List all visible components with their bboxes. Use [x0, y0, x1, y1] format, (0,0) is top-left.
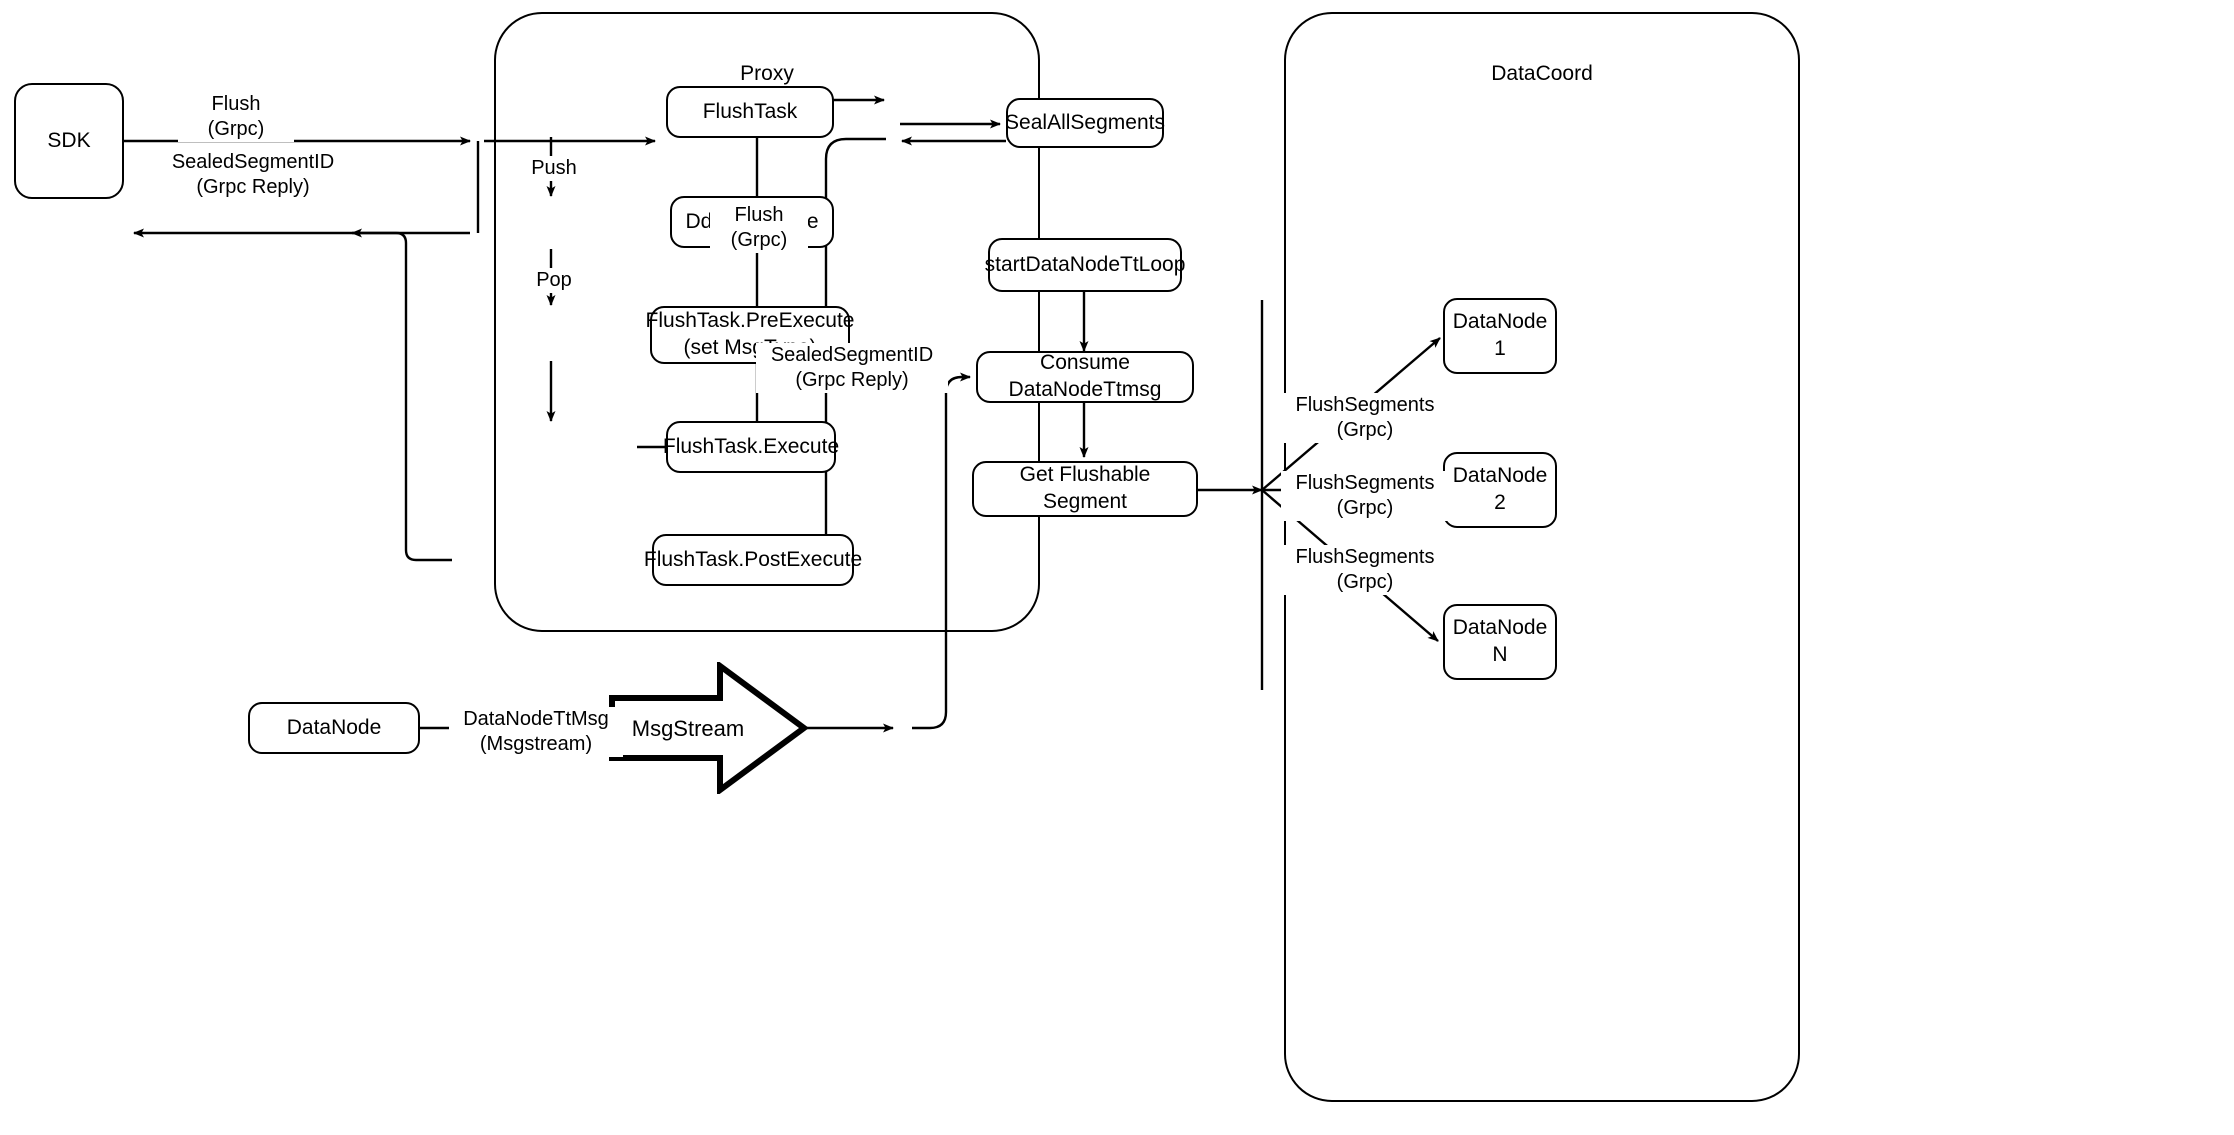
node-consume-datanode-ttmsg[interactable]: Consume DataNodeTtmsg	[976, 351, 1194, 403]
edge-label-pop: Pop	[518, 268, 590, 293]
node-datanode-source[interactable]: DataNode	[248, 702, 420, 754]
edge-label-sdk-to-proxy: Flush (Grpc)	[178, 92, 294, 142]
container-proxy	[494, 12, 1040, 632]
msgstream-arrow-shape	[609, 662, 808, 794]
node-msgstream-label: MsgStream	[631, 716, 745, 741]
edge-label-proxy-to-datacoord: Flush (Grpc)	[710, 203, 808, 253]
node-datanode-n[interactable]: DataNode N	[1443, 604, 1557, 680]
node-seal-all-segments[interactable]: SealAllSegments	[1005, 98, 1165, 148]
node-start-datanode-tt-loop[interactable]: startDataNodeTtLoop	[985, 238, 1185, 292]
edge-label-flush-segments-2: FlushSegments (Grpc)	[1281, 471, 1449, 521]
edge-label-datacoord-to-proxy: SealedSegmentID (Grpc Reply)	[756, 343, 948, 393]
wire-postexecute-to-sdk-riser	[351, 228, 452, 562]
node-flush-task[interactable]: FlushTask	[666, 86, 834, 138]
edge-label-datanode-ttmsg: DataNodeTtMsg (Msgstream)	[449, 707, 623, 757]
node-flush-task-execute[interactable]: FlushTask.Execute	[663, 421, 839, 473]
node-flush-task-postexecute[interactable]: FlushTask.PostExecute	[644, 534, 862, 586]
edge-label-proxy-to-sdk: SealedSegmentID (Grpc Reply)	[150, 150, 356, 200]
edge-label-flush-segments-1: FlushSegments (Grpc)	[1281, 393, 1449, 443]
container-proxy-title: Proxy	[740, 62, 794, 85]
node-datanode-1[interactable]: DataNode 1	[1443, 298, 1557, 374]
edge-label-push: Push	[515, 156, 593, 181]
edge-label-flush-segments-n: FlushSegments (Grpc)	[1281, 545, 1449, 595]
node-datanode-2[interactable]: DataNode 2	[1443, 452, 1557, 528]
container-datacoord-title: DataCoord	[1491, 62, 1593, 85]
node-sdk[interactable]: SDK	[14, 83, 124, 199]
node-get-flushable-segment[interactable]: Get Flushable Segment	[972, 461, 1198, 517]
